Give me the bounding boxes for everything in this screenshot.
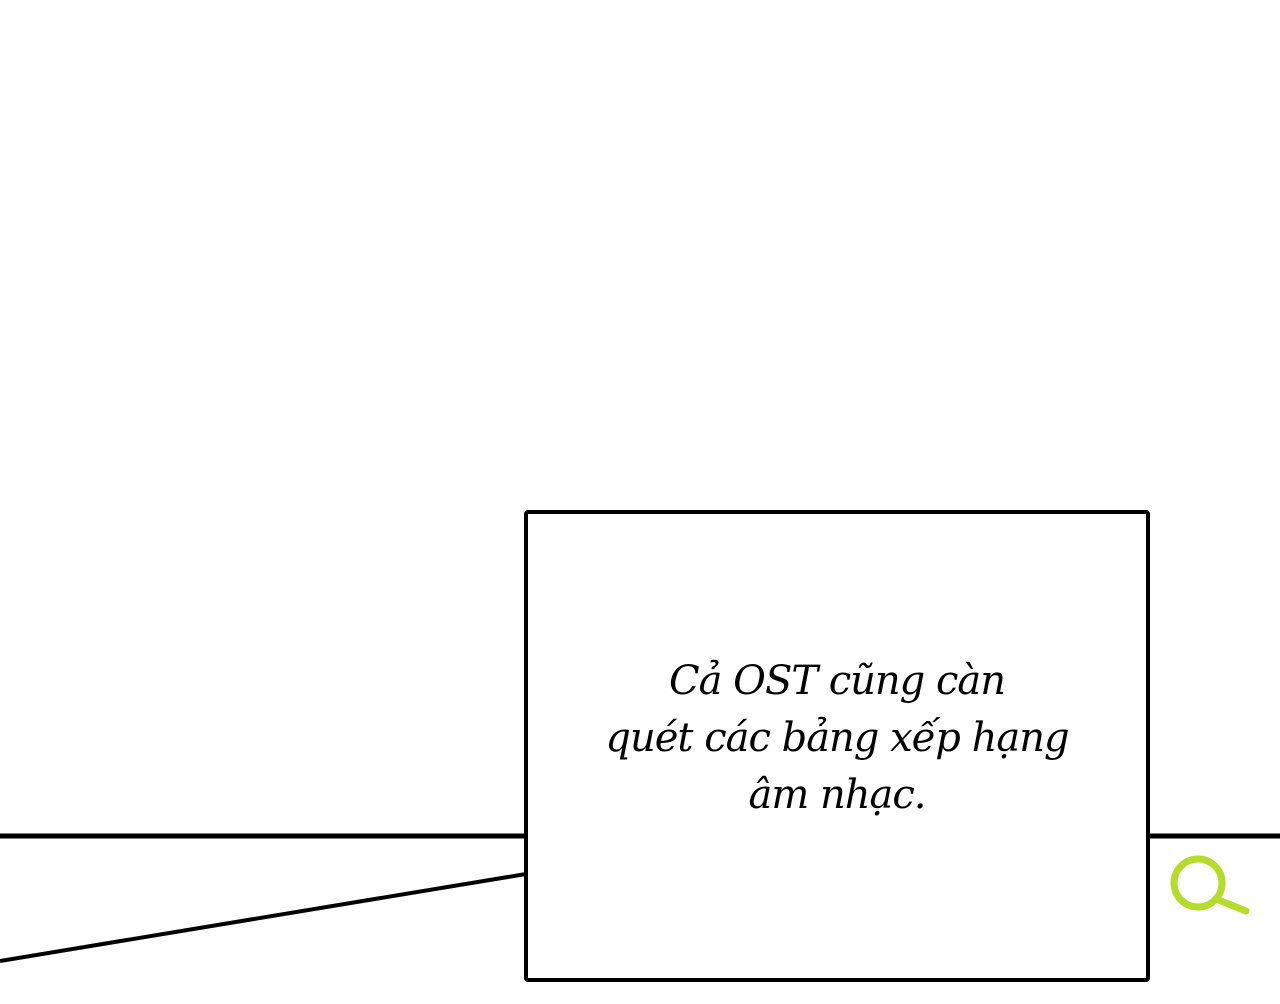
caption-line-3: âm nhạc. [748,771,927,818]
caption-line-2: quét các bảng xếp hạng [605,714,1069,761]
caption-line-1: Cả OST cũng càn [668,657,1006,704]
caption-text: Cả OST cũng càn quét các bảng xếp hạng â… [605,653,1069,824]
search-icon [1170,855,1250,915]
speech-caption-box: Cả OST cũng càn quét các bảng xếp hạng â… [524,510,1150,982]
